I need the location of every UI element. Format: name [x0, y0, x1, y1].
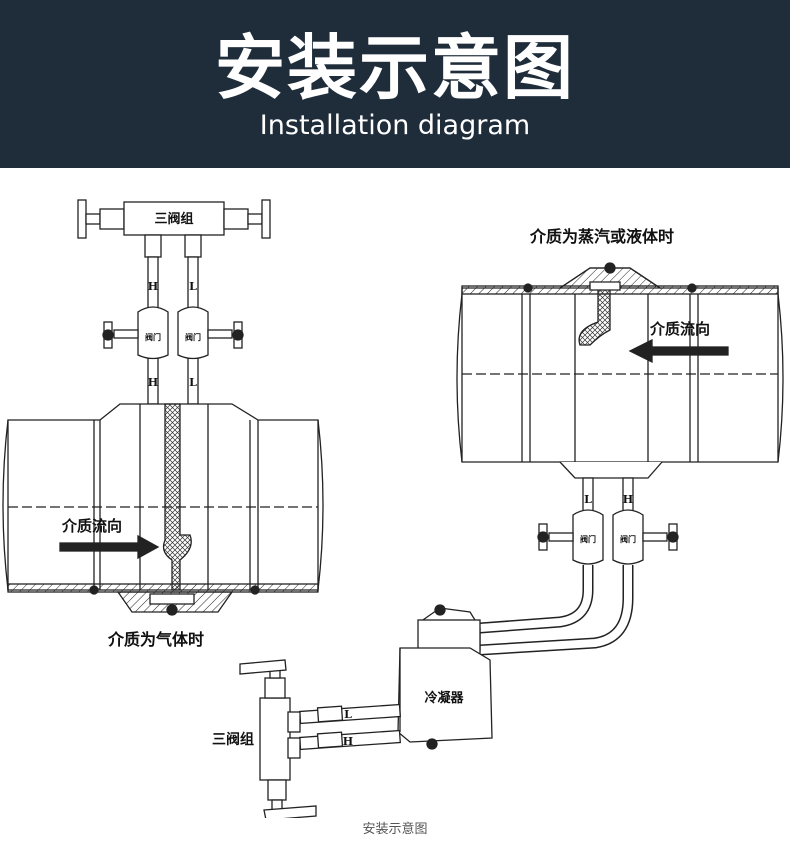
right-flow-arrow: [628, 338, 729, 364]
left-three-valve-manifold: [77, 199, 271, 239]
page-title: 安装示意图: [215, 27, 575, 109]
left-flow-arrow: [59, 534, 160, 560]
left-manifold-label: 三阀组: [154, 211, 193, 227]
right-lower-tubes: [299, 703, 401, 751]
left-valve-h-label: 阀门: [145, 332, 161, 342]
left-flow-label: 介质流向: [61, 517, 122, 535]
right-valve-l: [537, 509, 604, 565]
left-valve-l-label: 阀门: [185, 332, 201, 342]
left-l-label-lower: L: [189, 376, 197, 389]
right-diagram: [239, 262, 784, 818]
left-valve-h: [102, 306, 169, 360]
left-diagram: [2, 199, 324, 616]
left-valve-l: [177, 306, 244, 360]
right-l-label: L: [584, 493, 592, 506]
left-h-label-lower: H: [148, 376, 158, 389]
left-h-label-upper: H: [148, 280, 158, 293]
right-l-label-lower: L: [344, 708, 352, 721]
right-h-label-lower: H: [343, 735, 353, 748]
right-pipe: [456, 262, 784, 479]
right-condenser-label: 冷凝器: [424, 690, 464, 706]
right-valve-l-label: 阀门: [580, 534, 596, 544]
right-h-label: H: [623, 493, 633, 506]
right-impulse-tubes: [479, 477, 634, 656]
page-subtitle: Installation diagram: [259, 110, 531, 141]
right-valve-h-label: 阀门: [620, 534, 636, 544]
right-flow-label: 介质流向: [649, 320, 710, 338]
right-condenser: [397, 604, 493, 750]
left-l-label-upper: L: [189, 280, 197, 293]
right-valve-h: [612, 509, 679, 565]
right-three-valve-manifold: [239, 659, 317, 818]
diagram-caption: 安装示意图: [362, 822, 428, 837]
header-banner: 安装示意图 Installation diagram: [0, 0, 790, 168]
right-condition-label: 介质为蒸汽或液体时: [529, 227, 674, 246]
left-pipe: [2, 403, 324, 616]
right-manifold-label: 三阀组: [212, 731, 254, 748]
installation-diagram: 三阀组 H L 阀门 阀门 H L 介质流向 介质为气体时: [2, 199, 784, 818]
left-condition-label: 介质为气体时: [107, 630, 204, 649]
